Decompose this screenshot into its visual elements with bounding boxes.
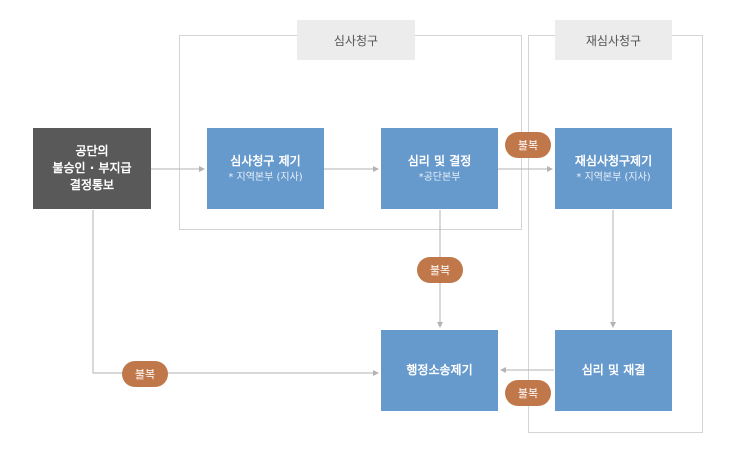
re-review-decision-title: 심리 및 재결	[581, 363, 646, 377]
review-decision-title: 심리 및 결정	[407, 153, 472, 168]
review-request-sub: * 지역본부 (지사)	[228, 171, 303, 183]
review-section-title: 심사청구	[297, 20, 415, 60]
notice-box: 공단의 불승인 · 부지급 결정통보	[33, 128, 151, 209]
review-decision-sub: *공단본부	[418, 171, 461, 183]
objection-badge-bottom: 불복	[505, 380, 551, 406]
re-review-request-box: 재심사청구제기 * 지역본부 (지사)	[555, 128, 672, 209]
re-review-request-sub: * 지역본부 (지사)	[576, 171, 651, 183]
review-request-box: 심사청구 제기 * 지역본부 (지사)	[207, 128, 324, 209]
re-review-decision-box: 심리 및 재결	[555, 330, 672, 411]
lawsuit-title: 행정소송제기	[406, 363, 473, 377]
review-decision-box: 심리 및 결정 *공단본부	[381, 128, 498, 209]
objection-badge-middle: 불복	[417, 257, 463, 283]
review-request-title: 심사청구 제기	[230, 153, 301, 168]
lawsuit-box: 행정소송제기	[381, 330, 498, 411]
re-review-request-title: 재심사청구제기	[574, 153, 653, 168]
re-review-section-title: 재심사청구	[555, 20, 672, 60]
notice-label: 공단의 불승인 · 부지급 결정통보	[52, 144, 132, 192]
arrow-notice-to-lawsuit	[92, 210, 379, 376]
objection-badge-top: 불복	[505, 132, 551, 158]
objection-badge-left: 불복	[122, 361, 168, 387]
